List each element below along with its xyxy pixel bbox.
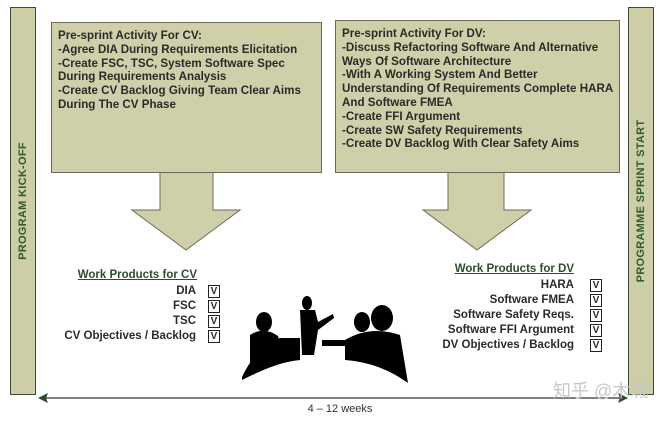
- program-kickoff-bar: PROGRAM KICK-OFF: [10, 7, 36, 395]
- meeting-silhouette: [242, 296, 408, 383]
- checkbox-checked-icon: V: [208, 300, 220, 313]
- timeline-left-arrowhead: [38, 393, 48, 403]
- checkbox-checked-icon: V: [590, 339, 602, 352]
- dv-box-line: -Discuss Refactoring Software And Altern…: [342, 40, 599, 54]
- dv-box-line: -Create DV Backlog With Clear Safety Aim…: [342, 137, 580, 151]
- checkbox-checked-icon: V: [208, 315, 220, 328]
- checkbox-checked-icon: V: [590, 294, 602, 307]
- cv-work-products-title: Work Products for CV: [77, 269, 197, 281]
- cv-box-line: -Create FSC, TSC, System Software Spec: [58, 56, 285, 70]
- dv-box-line: -With A Working System And Better: [342, 68, 538, 82]
- dv-work-products-title: Work Products for DV: [454, 263, 574, 275]
- checkbox-checked-icon: V: [208, 330, 220, 343]
- dv-box-line: -Create SW Safety Requirements: [342, 123, 523, 137]
- checkbox-checked-icon: V: [208, 285, 220, 298]
- cv-box-line: -Create CV Backlog Giving Team Clear Aim…: [58, 84, 301, 98]
- dv-box-line: -Create FFI Argument: [342, 109, 461, 123]
- dv-product-item: Software Safety Reqs.V: [400, 308, 602, 323]
- dv-box-line: Ways Of Software Architecture: [342, 54, 512, 68]
- cv-box-line: During Requirements Analysis: [58, 70, 227, 84]
- checkbox-checked-icon: V: [590, 279, 602, 292]
- checkbox-checked-icon: V: [590, 309, 602, 322]
- programme-sprint-start-bar: PROGRAMME SPRINT START: [628, 7, 654, 395]
- checkbox-checked-icon: V: [590, 324, 602, 337]
- duration-label: 4 – 12 weeks: [307, 403, 373, 415]
- cv-down-arrow: [130, 170, 242, 251]
- dv-down-arrow: [421, 170, 533, 251]
- cv-box-title: Pre-sprint Activity For CV:: [58, 29, 202, 42]
- cv-presprint-activity-box: Pre-sprint Activity For CV: -Agree DIA D…: [51, 22, 322, 173]
- watermark: 知乎 @木城: [553, 381, 649, 401]
- cv-box-line: -Agree DIA During Requirements Elicitati…: [58, 42, 298, 56]
- cv-box-line: During The CV Phase: [58, 97, 176, 111]
- dv-box-title: Pre-sprint Activity For DV:: [342, 27, 486, 40]
- dv-presprint-activity-box: Pre-sprint Activity For DV: -Discuss Ref…: [335, 20, 620, 173]
- dv-box-line: Understanding Of Requirements Complete H…: [342, 82, 614, 96]
- dv-box-line: And Software FMEA: [342, 95, 453, 109]
- timeline-right-arrowhead: [618, 393, 628, 403]
